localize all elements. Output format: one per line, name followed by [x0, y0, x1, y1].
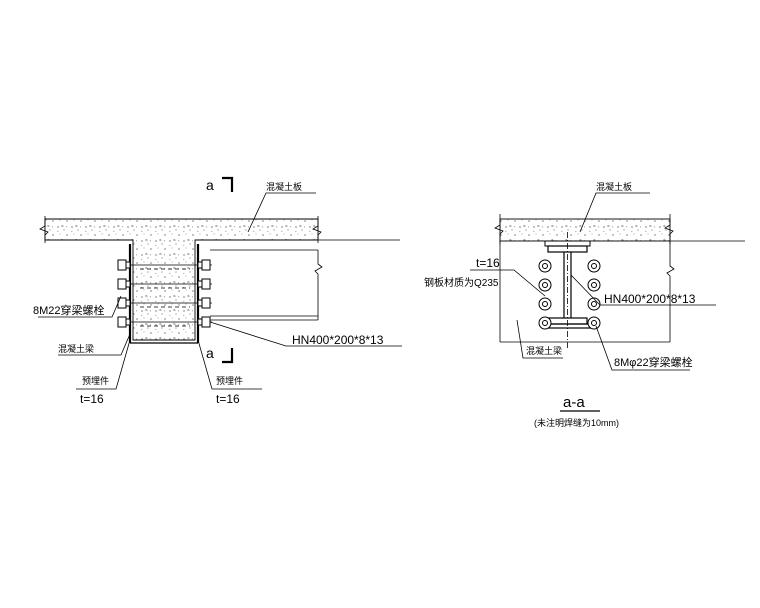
- right-beam-label: 混凝土梁: [526, 345, 562, 356]
- left-detail: a a 混凝土板 8M22穿梁螺栓 混凝土梁 预埋件 t=16 预埋件 t=16…: [33, 176, 402, 406]
- right-bolt-leader: [595, 325, 690, 371]
- embed-left-thickness: t=16: [80, 392, 104, 406]
- right-slab-leader: [579, 192, 650, 233]
- steel-beam-label: HN400*200*8*13: [292, 333, 384, 347]
- embed-right-leader: [197, 339, 262, 390]
- bolt-leader: [38, 295, 122, 318]
- hn-section: [544, 232, 591, 350]
- left-slab-break-right: [312, 216, 322, 243]
- right-concrete-beam: [499, 241, 675, 343]
- bolt-heads-right: [197, 259, 211, 328]
- bolt-heads-left: [117, 259, 131, 328]
- left-steel-beam: [210, 249, 323, 321]
- section-cut-mark-top: [222, 176, 234, 192]
- right-steel-beam-label: HN400*200*8*13: [604, 292, 696, 306]
- right-beam-leader: [516, 319, 563, 359]
- section-cut-mark-bottom: [222, 348, 234, 364]
- right-detail: 混凝土板 t=16 钢板材质为Q235 HN400*200*8*13 混凝土梁 …: [424, 181, 745, 428]
- plate-thickness: t=16: [476, 256, 500, 270]
- through-bolts: [118, 264, 212, 327]
- embed-left-label: 预埋件: [82, 375, 109, 386]
- left-slab-break-left: [39, 216, 49, 243]
- right-bolt-label: 8Mφ22穿梁螺栓: [614, 355, 693, 369]
- section-mark-bottom-label: a: [206, 345, 214, 361]
- right-steel-beam-leader: [570, 274, 716, 306]
- steel-beam-leader: [209, 321, 402, 347]
- weld-note: (未注明焊缝为10mm): [534, 417, 619, 428]
- right-slab-label: 混凝土板: [596, 181, 632, 192]
- beam-label: 混凝土梁: [58, 343, 94, 354]
- right-slab-break-left: [494, 214, 504, 244]
- section-bolts: [538, 259, 601, 330]
- bolt-label: 8M22穿梁螺栓: [33, 303, 105, 317]
- embed-right-label: 预埋件: [216, 375, 243, 386]
- beam-leader: [58, 333, 131, 356]
- slab-label: 混凝土板: [266, 181, 302, 192]
- section-title: a-a: [563, 394, 585, 411]
- right-slab-break-right: [664, 214, 674, 244]
- section-mark-top-label: a: [206, 177, 214, 193]
- plate-material: 钢板材质为Q235: [424, 276, 499, 289]
- plate-leader: [470, 269, 546, 297]
- right-concrete-slab: [499, 218, 671, 242]
- embed-left-leader: [76, 339, 131, 390]
- slab-leader: [247, 192, 316, 233]
- embed-right-thickness: t=16: [216, 392, 240, 406]
